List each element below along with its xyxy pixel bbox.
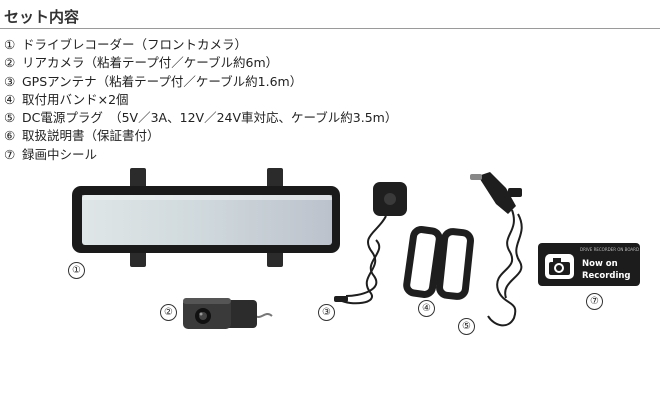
section-title: セット内容 bbox=[4, 8, 80, 26]
item-number: ④ bbox=[4, 91, 16, 107]
item-text: 録画中シール bbox=[22, 146, 98, 162]
mirror-dashcam-image bbox=[72, 168, 340, 267]
list-item: ② リアカメラ（粘着テープ付／ケーブル約6m） bbox=[4, 54, 397, 72]
item-number: ⑤ bbox=[4, 110, 16, 126]
list-item: ③ GPSアンテナ（粘着テープ付／ケーブル約1.6m） bbox=[4, 73, 397, 91]
sticker-line-1: Now on bbox=[582, 259, 618, 269]
section-header: セット内容 bbox=[0, 0, 660, 30]
figure-label-7: ⑦ bbox=[586, 293, 603, 310]
figure-label-5: ⑤ bbox=[458, 318, 475, 335]
list-item: ④ 取付用バンド×2個 bbox=[4, 91, 397, 109]
list-item: ⑤ DC電源プラグ （5V／3A、12V／24V車対応、ケーブル約3.5m） bbox=[4, 109, 397, 127]
item-number: ② bbox=[4, 55, 16, 71]
item-number: ① bbox=[4, 37, 16, 52]
dc-power-plug-image bbox=[470, 172, 523, 327]
list-item: ⑥ 取扱説明書（保証書付） bbox=[4, 127, 397, 145]
list-item: ⑦ 録画中シール bbox=[4, 146, 397, 164]
item-text: 取扱説明書（保証書付） bbox=[22, 128, 160, 144]
sticker-small-text: DRIVE RECORDER ON BOARD bbox=[580, 247, 639, 252]
item-text: GPSアンテナ（粘着テープ付／ケーブル約1.6m） bbox=[22, 73, 303, 89]
item-text: 取付用バンド×2個 bbox=[22, 91, 129, 107]
item-number: ③ bbox=[4, 73, 16, 89]
item-text: リアカメラ（粘着テープ付／ケーブル約6m） bbox=[22, 55, 279, 71]
figure-label-1: ① bbox=[68, 262, 85, 279]
gps-antenna-image bbox=[334, 182, 407, 305]
item-text: ドライブレコーダー（フロントカメラ） bbox=[22, 37, 248, 52]
mounting-bands-image bbox=[403, 226, 474, 300]
list-item: ① ドライブレコーダー（フロントカメラ） bbox=[4, 36, 397, 54]
divider bbox=[0, 28, 660, 29]
sticker-line-2: Recording bbox=[582, 271, 631, 281]
item-text: DC電源プラグ （5V／3A、12V／24V車対応、ケーブル約3.5m） bbox=[22, 110, 398, 126]
recording-sticker-image: DRIVE RECORDER ON BOARD Now on Recording bbox=[538, 243, 640, 286]
rear-camera-image bbox=[183, 298, 273, 329]
figure-label-4: ④ bbox=[418, 300, 435, 317]
figure-label-2: ② bbox=[160, 304, 177, 321]
item-number: ⑦ bbox=[4, 146, 16, 162]
figure-label-3: ③ bbox=[318, 304, 335, 321]
contents-list: ① ドライブレコーダー（フロントカメラ） ② リアカメラ（粘着テープ付／ケーブル約6… bbox=[4, 36, 397, 164]
item-number: ⑥ bbox=[4, 128, 16, 144]
